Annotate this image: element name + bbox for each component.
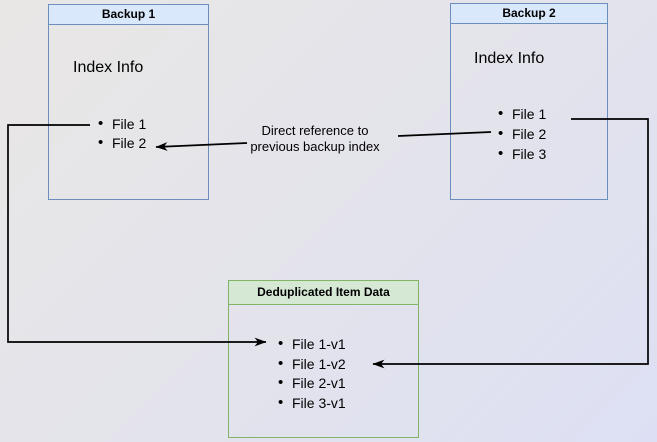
direct-reference-annotation: Direct reference to previous backup inde…: [250, 123, 380, 154]
backup1-file-list: File 1 File 2: [98, 114, 146, 153]
backup2-header: Backup 2: [451, 4, 607, 24]
backup1-box: Backup 1 Index Info File 1 File 2: [48, 4, 209, 200]
file-item: File 1-v2: [278, 354, 346, 375]
backup1-header: Backup 1: [49, 5, 208, 25]
file-item: File 1: [98, 114, 146, 134]
file-item: File 1-v1: [278, 334, 346, 355]
file-item: File 2-v1: [278, 373, 346, 394]
file-item: File 2: [98, 133, 146, 153]
file-item: File 2: [498, 124, 546, 145]
dedup-file-list: File 1-v1 File 1-v2 File 2-v1 File 3-v1: [278, 334, 346, 414]
backup1-index-info-label: Index Info: [73, 59, 144, 76]
backup2-file-list: File 1 File 2 File 3: [498, 104, 546, 165]
file-item: File 1: [498, 104, 546, 125]
dedup-box: Deduplicated Item Data File 1-v1 File 1-…: [228, 280, 419, 438]
file-item: File 3: [498, 144, 546, 165]
backup2-box: Backup 2 Index Info File 1 File 2 File 3: [450, 3, 608, 200]
dedup-header: Deduplicated Item Data: [229, 281, 418, 305]
backup2-index-info-label: Index Info: [474, 50, 545, 67]
file-item: File 3-v1: [278, 393, 346, 414]
